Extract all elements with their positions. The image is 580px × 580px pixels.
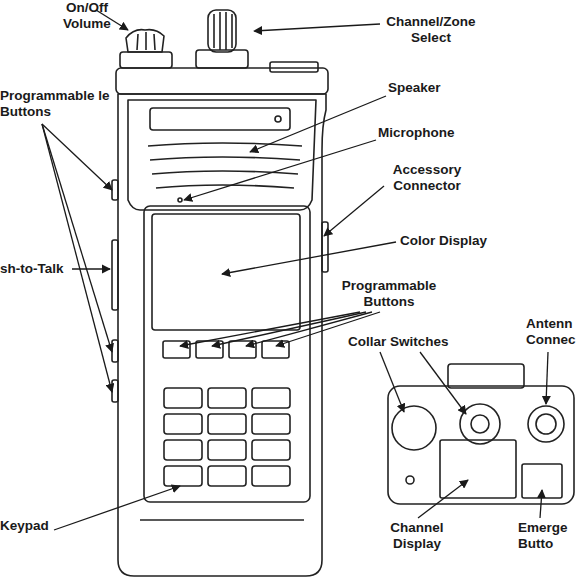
callout-label: Channel/Zone Select [383, 14, 479, 46]
callout-label: Speaker [388, 80, 441, 96]
speaker-slot [150, 108, 290, 130]
top-view-clip [448, 364, 524, 388]
callout-label: Emerge Butto [518, 520, 580, 552]
leader-lines [42, 10, 548, 530]
speaker-grille [148, 143, 302, 188]
volume-knob [126, 30, 164, 52]
channel-display [440, 440, 516, 498]
knob-hub [471, 415, 489, 433]
volume-knob-top [392, 406, 436, 450]
knob-base [196, 50, 248, 68]
channel-knob-top [460, 404, 500, 444]
callout-label: Channel Display [384, 520, 450, 552]
callout-label: Microphone [378, 125, 455, 141]
callout-label: Antenn Connec [526, 316, 580, 348]
callout-label: Color Display [400, 233, 487, 249]
antenna-connector [528, 406, 564, 442]
color-display [152, 214, 300, 330]
indicator-led [275, 116, 281, 122]
radio-body [118, 94, 326, 576]
keypad-keys [164, 388, 290, 486]
front-panel [128, 100, 316, 210]
knob-ridges [214, 12, 232, 50]
ptt-button [112, 240, 118, 310]
body-seam [140, 519, 304, 521]
channel-knob [208, 10, 236, 52]
soft-button [196, 341, 223, 358]
accessory-connector [322, 222, 328, 272]
callout-label: Keypad [0, 518, 49, 534]
microphone-hole [178, 198, 182, 202]
display-frame [144, 206, 310, 502]
antenna-core [536, 414, 556, 434]
top-cap [116, 68, 328, 94]
callout-label: sh-to-Talk [0, 261, 64, 277]
callout-label: Accessory Connector [384, 162, 470, 194]
screw [406, 476, 414, 484]
callout-label: Programmable le Buttons [0, 88, 110, 120]
callout-label: Programmable Buttons [333, 278, 445, 310]
top-button [270, 62, 318, 72]
soft-button [163, 341, 190, 358]
knob-ridges [137, 32, 155, 50]
callout-label: On/Off Volume [56, 0, 118, 32]
side-button [112, 340, 118, 362]
callout-label: Collar Switches [348, 334, 449, 350]
side-button [112, 180, 118, 200]
soft-button [229, 341, 256, 358]
knob-base [120, 52, 172, 68]
side-button [112, 380, 118, 402]
